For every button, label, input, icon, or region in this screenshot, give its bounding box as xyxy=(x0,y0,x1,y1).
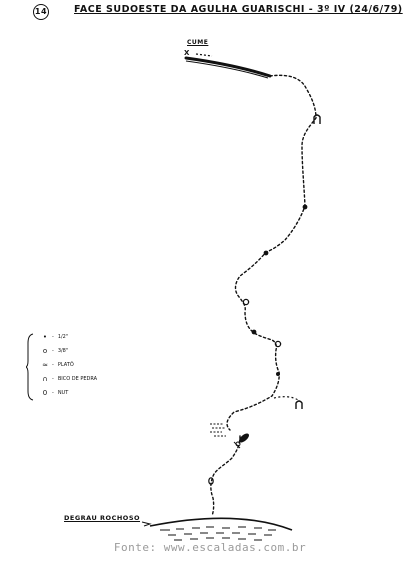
legend-label: PLATÔ xyxy=(57,362,74,368)
legend-label: 1/2" xyxy=(57,334,69,340)
climbing-route-line xyxy=(226,74,317,431)
route-number-badge: 14 xyxy=(33,4,49,20)
rock-horn-marker-ledge xyxy=(295,400,303,409)
route-title: FACE SUDOESTE DA AGULHA GUARISCHI - 3º I… xyxy=(74,4,403,15)
nut-marker xyxy=(208,477,214,485)
legend-label: NUT xyxy=(57,390,69,396)
crux-marker xyxy=(233,433,249,449)
legend-item-three-eighths-bolt: o - 3/8" xyxy=(40,347,68,355)
rock-horn-icon: ∩ xyxy=(42,375,48,383)
bolt-half-inch-marker xyxy=(251,329,257,335)
ledge-symbol xyxy=(210,423,226,437)
legend-item-plato: ≈ - PLATÔ xyxy=(40,361,74,369)
summit-label-text: CUME xyxy=(187,39,209,46)
bolt-half-inch-marker xyxy=(276,372,280,376)
lower-route-line xyxy=(210,435,241,517)
legend-brace xyxy=(26,333,34,401)
rock-horn-marker-upper xyxy=(313,114,321,124)
source-credit: Fonte: www.escaladas.com.br xyxy=(113,541,307,554)
legend-label: BICO DE PEDRA xyxy=(57,376,98,382)
legend-item-half-inch-bolt: • - 1/2" xyxy=(40,333,68,341)
ledge-icon: ≈ xyxy=(42,361,48,369)
base-rock-step xyxy=(141,517,293,541)
bolt-half-inch-marker xyxy=(263,250,269,256)
summit-ridge-shadow xyxy=(185,60,269,79)
legend: • - 1/2" o - 3/8" ≈ - PLATÔ ∩ - BICO DE … xyxy=(26,333,146,403)
legend-label: 3/8" xyxy=(57,348,69,354)
summit-label: CUME xyxy=(187,39,208,46)
legend-item-nut: 0 - NUT xyxy=(40,389,69,397)
summit-approach-line xyxy=(195,53,213,57)
open-ring-icon: o xyxy=(42,347,48,355)
summit-x-marker: X xyxy=(184,49,190,57)
ledge-branch-line xyxy=(273,396,299,401)
nut-icon: 0 xyxy=(42,389,48,397)
filled-dot-icon: • xyxy=(42,333,48,341)
legend-item-rock-horn: ∩ - BICO DE PEDRA xyxy=(40,375,97,383)
bolt-three-eighths-marker xyxy=(242,298,250,306)
summit-ridge xyxy=(184,56,272,78)
base-label: DEGRAU ROCHOSO xyxy=(64,514,141,522)
bolt-three-eighths-marker xyxy=(274,340,282,348)
bolt-half-inch-marker xyxy=(302,204,308,210)
